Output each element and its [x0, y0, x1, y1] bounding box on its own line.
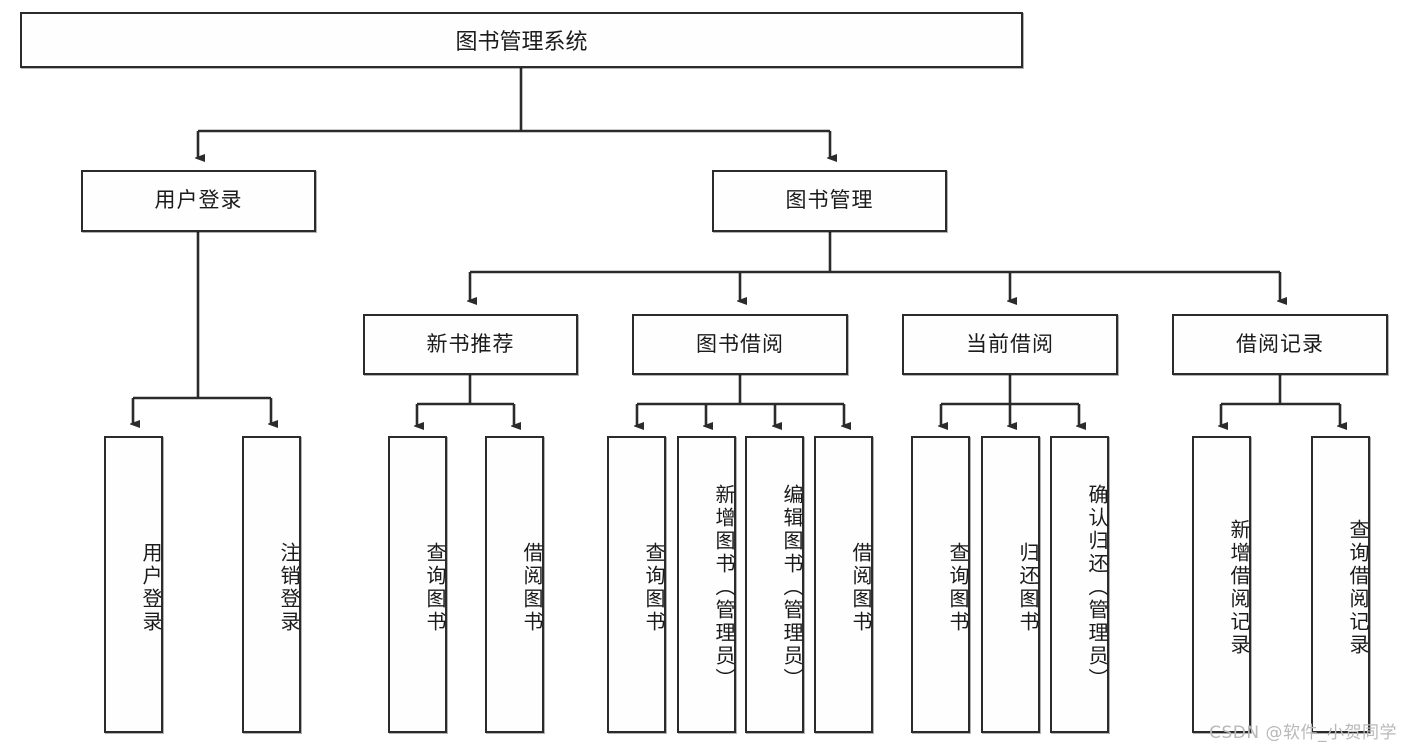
- node-leaf-return-book-label: 归还图书: [1016, 541, 1040, 634]
- node-leaf-user-login[interactable]: 用户登录: [104, 436, 163, 733]
- node-user-login[interactable]: 用户登录: [81, 170, 316, 232]
- node-leaf-user-login-label: 用户登录: [139, 541, 163, 634]
- node-leaf-confirm-return[interactable]: 确认归还（管理员）: [1050, 436, 1109, 733]
- node-leaf-logout-label: 注销登录: [277, 541, 301, 634]
- node-leaf-borrow-book-1-label: 借阅图书: [520, 541, 544, 634]
- node-leaf-query-book-3[interactable]: 查询图书: [911, 436, 970, 733]
- node-book-borrow[interactable]: 图书借阅: [632, 314, 848, 375]
- node-borrow-record-label: 借阅记录: [1236, 331, 1324, 356]
- node-leaf-add-book-label: 新增图书（管理员）: [712, 484, 736, 691]
- node-leaf-edit-book[interactable]: 编辑图书（管理员）: [745, 436, 804, 733]
- node-leaf-query-book-3-label: 查询图书: [946, 541, 970, 634]
- node-leaf-query-book-2-label: 查询图书: [642, 541, 666, 634]
- node-book-manage-label: 图书管理: [785, 188, 874, 213]
- node-new-book-recommend[interactable]: 新书推荐: [363, 314, 578, 375]
- node-leaf-confirm-return-label: 确认归还（管理员）: [1085, 484, 1109, 691]
- node-leaf-query-record-label: 查询借阅记录: [1346, 518, 1370, 657]
- node-leaf-query-book-1[interactable]: 查询图书: [388, 436, 447, 733]
- node-current-borrow-label: 当前借阅: [966, 331, 1054, 356]
- node-current-borrow[interactable]: 当前借阅: [902, 314, 1118, 375]
- node-leaf-add-record-label: 新增借阅记录: [1227, 518, 1251, 657]
- node-leaf-query-book-1-label: 查询图书: [423, 541, 447, 634]
- node-leaf-add-book[interactable]: 新增图书（管理员）: [677, 436, 736, 733]
- node-root[interactable]: 图书管理系统: [20, 12, 1023, 68]
- node-leaf-query-book-2[interactable]: 查询图书: [607, 436, 666, 733]
- node-book-manage[interactable]: 图书管理: [712, 170, 947, 232]
- node-leaf-query-record[interactable]: 查询借阅记录: [1311, 436, 1370, 733]
- node-leaf-logout[interactable]: 注销登录: [242, 436, 301, 733]
- node-user-login-label: 用户登录: [154, 188, 243, 213]
- node-leaf-borrow-book-2[interactable]: 借阅图书: [814, 436, 873, 733]
- node-leaf-add-record[interactable]: 新增借阅记录: [1192, 436, 1251, 733]
- node-leaf-borrow-book-1[interactable]: 借阅图书: [485, 436, 544, 733]
- node-new-book-recommend-label: 新书推荐: [426, 331, 515, 356]
- node-leaf-return-book[interactable]: 归还图书: [981, 436, 1040, 733]
- node-leaf-borrow-book-2-label: 借阅图书: [849, 541, 873, 634]
- node-book-borrow-label: 图书借阅: [696, 331, 784, 356]
- node-borrow-record[interactable]: 借阅记录: [1172, 314, 1388, 375]
- watermark-text: CSDN @软件_小贺同学: [1209, 723, 1397, 743]
- node-root-label: 图书管理系统: [455, 30, 588, 55]
- node-leaf-edit-book-label: 编辑图书（管理员）: [780, 484, 804, 691]
